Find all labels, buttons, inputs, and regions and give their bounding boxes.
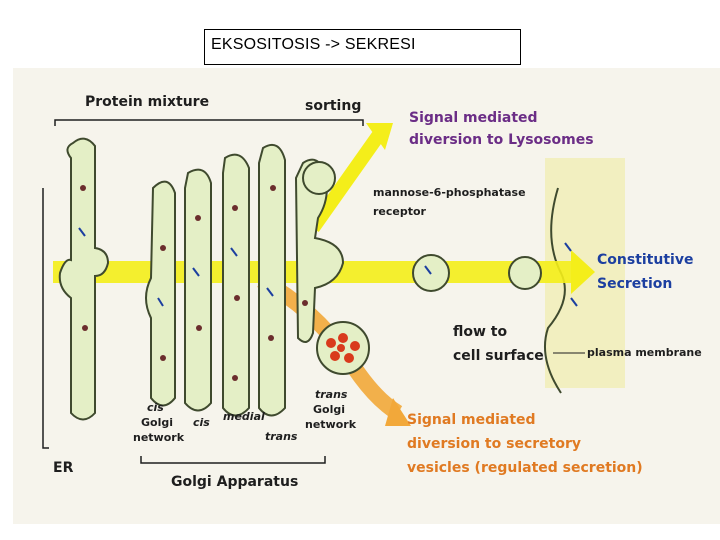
lysosome-vesicle (303, 162, 335, 194)
cis-label: cis (193, 416, 210, 429)
lysosome-label-line2: diversion to Lysosomes (409, 132, 594, 148)
receptor-label-line2: receptor (373, 205, 427, 218)
fusing-vesicle (509, 257, 541, 289)
secretory-label-line3: vesicles (regulated secretion) (407, 460, 643, 476)
golgi-cisterna-2 (185, 170, 211, 411)
golgi-apparatus-label: Golgi Apparatus (171, 474, 298, 490)
slide-title: EKSOSITOSIS -> SEKRESI (204, 29, 521, 65)
er-label: ER (53, 460, 74, 476)
constitutive-label-line1: Constitutive (597, 252, 693, 268)
golgi-bracket (141, 456, 325, 463)
protein-mixture-label: Protein mixture (85, 94, 209, 110)
er-bracket (43, 188, 49, 448)
diagram-svg: Protein mixture sorting Signal mediated … (13, 68, 720, 524)
flow-label-line1: flow to (453, 324, 507, 340)
medial-label: medial (223, 410, 265, 423)
trans-golgi-label-1: trans (315, 388, 348, 401)
lysosome-label-line1: Signal mediated (409, 110, 538, 126)
cis-golgi-label-2: Golgi (141, 416, 173, 429)
trans-golgi-label-3: network (305, 418, 357, 431)
secretory-label-line2: diversion to secretory (407, 436, 581, 452)
sorting-label: sorting (305, 98, 361, 114)
protein-mixture-bracket (55, 120, 363, 126)
cis-cisterna (146, 182, 175, 406)
cis-golgi-label-1: cis (147, 401, 164, 414)
trans-label: trans (265, 430, 298, 443)
constitutive-label-line2: Secretion (597, 276, 672, 292)
flow-label-line2: cell surface (453, 348, 544, 364)
trans-golgi-label-2: Golgi (313, 403, 345, 416)
receptor-label-line1: mannose-6-phosphatase (373, 186, 526, 199)
plasma-membrane-label: plasma membrane (587, 346, 702, 359)
secretory-label-line1: Signal mediated (407, 412, 536, 428)
exocytosis-diagram: Protein mixture sorting Signal mediated … (13, 68, 720, 524)
cis-golgi-label-3: network (133, 431, 185, 444)
